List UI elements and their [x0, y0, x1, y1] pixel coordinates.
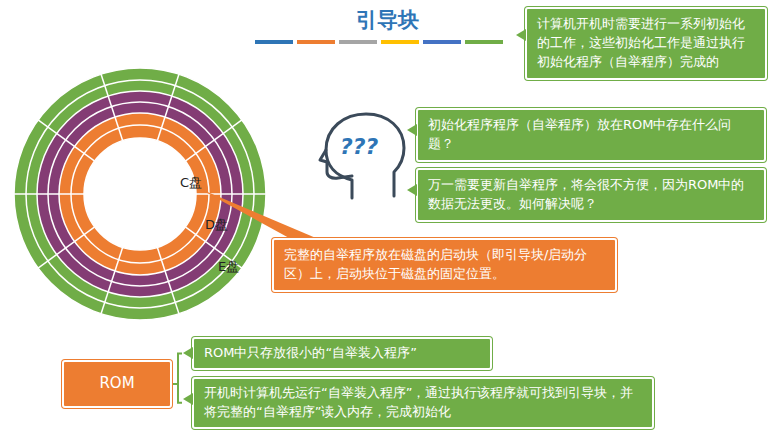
problem-box: 万一需要更新自举程序，将会很不方便，因为ROM中的数据无法更改。如何解决呢？ — [416, 168, 766, 222]
thinking-head-icon — [320, 114, 404, 198]
callout-pointer — [198, 188, 330, 244]
node-text: ROM中只存放很小的“自举装入程序” — [204, 344, 480, 363]
partition-label: C盘 — [180, 174, 202, 192]
rom-note-box: ROM中只存放很小的“自举装入程序” — [192, 337, 492, 370]
node-text: 万一需要更新自举程序，将会很不方便，因为ROM中的数据无法更改。如何解决呢？ — [428, 176, 754, 214]
question-marks: ??? — [340, 134, 378, 159]
bubble-notch — [183, 347, 193, 359]
solution-callout: 完整的自举程序放在磁盘的启动块（即引导块/启动分区）上，启动块位于磁盘的固定位置… — [272, 238, 617, 292]
node-text: 完整的自举程序放在磁盘的启动块（即引导块/启动分区）上，启动块位于磁盘的固定位置… — [284, 246, 605, 284]
title-bar — [255, 40, 503, 44]
boot-step-box: 开机时计算机先运行“自举装入程序”，通过执行该程序就可找到引导块，并将完整的“自… — [192, 377, 654, 429]
node-text: 初始化程序程序（自举程序）放在ROM中存在什么问题？ — [428, 116, 754, 154]
node-text: ROM — [99, 373, 134, 395]
rom-box: ROM — [62, 360, 172, 408]
partition-label: E盘 — [218, 258, 239, 276]
node-text: 开机时计算机先运行“自举装入程序”，通过执行该程序就可找到引导块，并将完整的“自… — [204, 384, 642, 422]
node-text: 计算机开机时需要进行一系列初始化的工作，这些初始化工作是通过执行初始化程序（自举… — [537, 15, 755, 72]
bubble-notch — [407, 124, 417, 136]
bracket-connector — [172, 353, 182, 384]
bubble-notch — [183, 393, 193, 405]
disk-platter — [14, 68, 266, 320]
partition-label: D盘 — [205, 216, 228, 234]
question-box: 初始化程序程序（自举程序）放在ROM中存在什么问题？ — [416, 108, 766, 162]
bracket-connector — [172, 384, 182, 403]
bubble-notch — [407, 184, 417, 196]
intro-callout: 计算机开机时需要进行一系列初始化的工作，这些初始化工作是通过执行初始化程序（自举… — [525, 7, 767, 80]
bubble-notch — [516, 29, 526, 41]
